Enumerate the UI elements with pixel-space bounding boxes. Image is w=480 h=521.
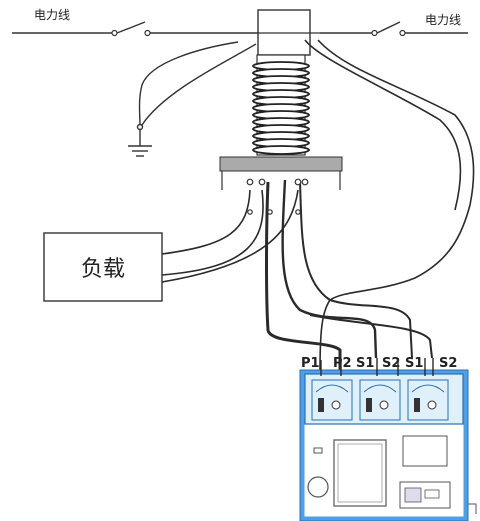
load-box — [43, 232, 163, 302]
terminal-label-p1: P1 — [301, 356, 320, 371]
insulator-plate — [219, 156, 343, 172]
switch-right — [376, 21, 401, 34]
terminal-label-s2: S2 — [382, 356, 400, 371]
load-label: 负载 — [81, 257, 125, 282]
terminal-labels: P1 P2 S1 S2 S1 S2 — [301, 356, 457, 371]
wires — [161, 39, 475, 373]
terminal-panel — [304, 373, 464, 425]
power-line — [12, 21, 468, 34]
terminal-label-s1: S1 — [356, 356, 374, 371]
insulator-shed — [252, 145, 310, 155]
indicator — [313, 447, 323, 454]
terminal-label-s2-b: S2 — [439, 356, 457, 371]
side-panel — [402, 435, 448, 467]
switch-left — [116, 21, 146, 34]
power-line-label-left: 电力线 — [34, 8, 70, 22]
power-line-label-right: 电力线 — [425, 13, 461, 27]
terminal-label-s1-b: S1 — [405, 356, 423, 371]
terminal-label-p2: P2 — [333, 356, 352, 371]
knob — [307, 476, 329, 498]
test-instrument — [299, 369, 477, 521]
display-screen — [333, 439, 387, 507]
ground-symbol — [128, 41, 257, 157]
insulator — [219, 54, 343, 190]
ct-terminals — [246, 178, 309, 215]
